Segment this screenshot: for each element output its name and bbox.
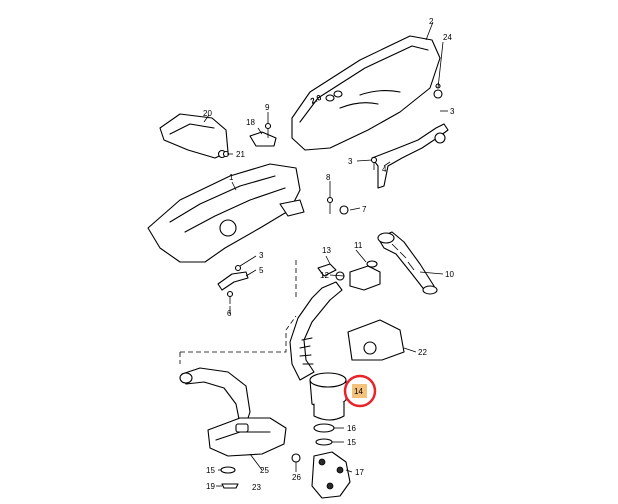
highlight-callout-14[interactable]: 14 <box>343 374 377 408</box>
vent-housing-23 <box>179 367 287 457</box>
breather-pipe-4 <box>371 123 449 189</box>
callout-2: 2 <box>429 17 434 26</box>
highlight-box <box>352 384 367 398</box>
callout-3-top: 3 <box>450 107 455 116</box>
callout-14: 14 <box>354 387 363 396</box>
callout-23: 23 <box>252 483 261 492</box>
svg-text:2.0: 2.0 <box>309 93 323 106</box>
leader-lines <box>203 21 448 487</box>
callout-13: 13 <box>322 246 331 255</box>
seal-16 <box>313 423 335 433</box>
engine-cover: 2.0 <box>291 35 441 151</box>
callout-5: 5 <box>259 266 264 275</box>
pipe-10 <box>377 231 438 295</box>
hose-14 <box>289 281 347 421</box>
callout-15-left: 15 <box>206 466 215 475</box>
fasteners <box>217 83 443 489</box>
callout-labels: 2 24 20 9 18 21 3 3 4 1 8 7 3 5 6 13 11 … <box>203 17 455 492</box>
callout-21: 21 <box>236 150 245 159</box>
callout-3-mid: 3 <box>348 157 353 166</box>
callout-25: 25 <box>260 466 269 475</box>
callout-19: 19 <box>206 482 215 491</box>
callout-17: 17 <box>355 468 364 477</box>
callout-22: 22 <box>418 348 427 357</box>
bracket-22 <box>347 319 405 361</box>
callout-20: 20 <box>203 109 212 118</box>
callout-6: 6 <box>227 309 232 318</box>
callout-3-lower: 3 <box>259 251 264 260</box>
pcv-valve-11 <box>349 260 381 291</box>
callout-7: 7 <box>362 205 367 214</box>
callout-26: 26 <box>292 473 301 482</box>
callout-18: 18 <box>246 118 255 127</box>
callout-15-right: 15 <box>347 438 356 447</box>
callout-16: 16 <box>347 424 356 433</box>
callout-12: 12 <box>320 271 329 280</box>
callout-11: 11 <box>354 241 363 250</box>
callout-8: 8 <box>326 173 331 182</box>
o-ring-15 <box>315 438 333 446</box>
callout-1: 1 <box>229 173 234 182</box>
callout-10: 10 <box>445 270 454 279</box>
callout-4: 4 <box>382 165 387 174</box>
relation-line-pipe <box>179 315 297 364</box>
cover-20 <box>159 113 229 159</box>
callout-9: 9 <box>265 103 270 112</box>
bracket-18 <box>249 131 277 147</box>
callout-24: 24 <box>443 33 452 42</box>
cylinder-head-cover <box>147 163 305 263</box>
oil-separator-17 <box>311 451 351 499</box>
